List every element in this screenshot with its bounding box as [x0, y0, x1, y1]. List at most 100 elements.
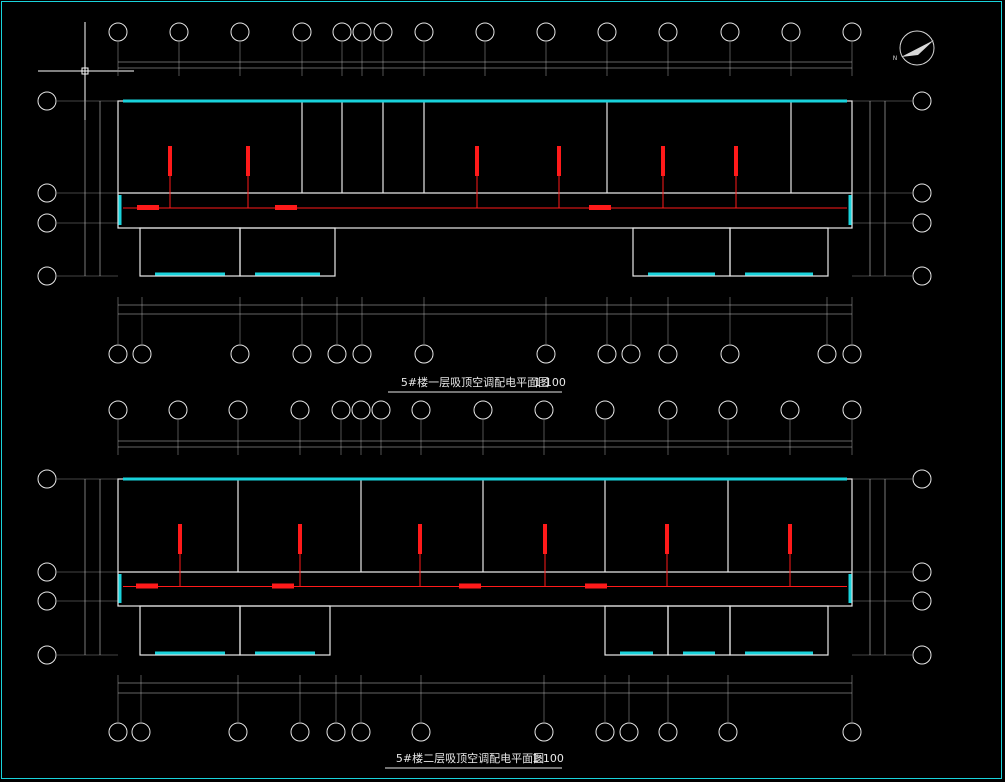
axis-bubble — [37, 562, 57, 582]
axis-bubble — [327, 344, 347, 364]
axis-bubble — [352, 344, 372, 364]
ac-unit-icon — [475, 146, 479, 176]
axis-bubble — [912, 91, 932, 111]
axis-bubble — [108, 22, 128, 42]
distribution-box — [275, 205, 297, 210]
distribution-box — [459, 583, 481, 589]
axis-bubble — [37, 645, 57, 665]
axis-bubble — [475, 22, 495, 42]
axis-bubble — [37, 591, 57, 611]
distribution-box — [272, 583, 294, 589]
room-wall — [239, 227, 336, 277]
axis-bubble — [780, 400, 800, 420]
axis-bubble — [351, 722, 371, 742]
plan-level-2 — [37, 400, 932, 742]
axis-bubble — [817, 344, 837, 364]
axis-bubble — [168, 400, 188, 420]
axis-bubble — [331, 400, 351, 420]
axis-bubble — [912, 266, 932, 286]
plan-title-1: 5#楼一层吸顶空调配电平面图 — [401, 375, 549, 389]
axis-bubble — [414, 22, 434, 42]
ac-unit-icon — [246, 146, 250, 176]
axis-bubble — [411, 722, 431, 742]
axis-bubble — [131, 722, 151, 742]
axis-bubble — [912, 469, 932, 489]
axis-bubble — [912, 591, 932, 611]
axis-bubble — [781, 22, 801, 42]
axis-bubble — [473, 400, 493, 420]
room-wall — [139, 227, 241, 277]
ac-unit-icon — [665, 524, 669, 554]
axis-bubble — [371, 400, 391, 420]
axis-bubble — [37, 469, 57, 489]
axis-bubble — [658, 344, 678, 364]
axis-bubble — [37, 183, 57, 203]
axis-bubble — [108, 344, 128, 364]
axis-bubble — [536, 344, 556, 364]
axis-bubble — [718, 400, 738, 420]
room-wall — [729, 605, 829, 656]
axis-bubble — [351, 400, 371, 420]
axis-bubble — [842, 344, 862, 364]
axis-bubble — [230, 22, 250, 42]
axis-bubble — [332, 22, 352, 42]
axis-bubble — [108, 400, 128, 420]
axis-bubble — [108, 722, 128, 742]
axis-bubble — [597, 344, 617, 364]
room-wall — [139, 605, 241, 656]
axis-bubble — [658, 722, 678, 742]
plan-scale-2: 1:100 — [532, 752, 564, 765]
plan-scale-1: 1:100 — [534, 376, 566, 389]
ac-unit-icon — [168, 146, 172, 176]
axis-bubble — [842, 22, 862, 42]
axis-bubble — [534, 400, 554, 420]
axis-bubble — [326, 722, 346, 742]
room-wall — [632, 227, 731, 277]
axis-bubble — [37, 266, 57, 286]
axis-bubble — [658, 400, 678, 420]
axis-bubble — [597, 22, 617, 42]
axis-bubble — [718, 722, 738, 742]
axis-bubble — [720, 344, 740, 364]
axis-bubble — [37, 91, 57, 111]
axis-bubble — [621, 344, 641, 364]
distribution-box — [136, 583, 158, 589]
ac-unit-icon — [661, 146, 665, 176]
axis-bubble — [230, 344, 250, 364]
axis-bubble — [373, 22, 393, 42]
axis-bubble — [842, 400, 862, 420]
svg-text:N: N — [893, 55, 898, 62]
axis-bubble — [290, 400, 310, 420]
axis-bubble — [912, 213, 932, 233]
distribution-box — [589, 205, 611, 210]
plan-title-2: 5#楼二层吸顶空调配电平面图 — [396, 751, 544, 765]
axis-bubble — [595, 722, 615, 742]
axis-bubble — [619, 722, 639, 742]
axis-bubble — [842, 722, 862, 742]
axis-bubble — [595, 400, 615, 420]
axis-bubble — [132, 344, 152, 364]
room-wall — [239, 605, 331, 656]
axis-bubble — [912, 183, 932, 203]
plan-level-1 — [37, 22, 932, 364]
axis-bubble — [290, 722, 310, 742]
axis-bubble — [912, 562, 932, 582]
room-wall — [729, 227, 829, 277]
ac-unit-icon — [418, 524, 422, 554]
axis-bubble — [912, 645, 932, 665]
axis-bubble — [658, 22, 678, 42]
exterior-wall — [117, 100, 853, 229]
axis-bubble — [534, 722, 554, 742]
ac-unit-icon — [734, 146, 738, 176]
axis-bubble — [414, 344, 434, 364]
ac-unit-icon — [298, 524, 302, 554]
north-arrow-icon: N — [893, 30, 935, 66]
axis-bubble — [411, 400, 431, 420]
ac-unit-icon — [557, 146, 561, 176]
axis-bubble — [228, 400, 248, 420]
room-wall — [667, 605, 731, 656]
axis-bubble — [536, 22, 556, 42]
axis-bubble — [169, 22, 189, 42]
